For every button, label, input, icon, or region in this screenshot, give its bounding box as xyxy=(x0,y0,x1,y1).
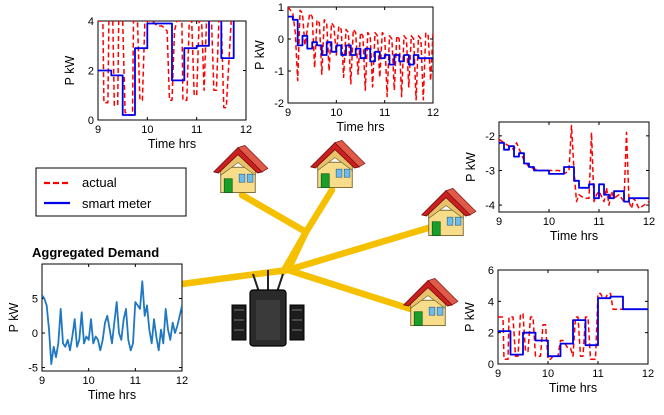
x-tick-label: 12 xyxy=(240,124,252,136)
y-tick-label: 6 xyxy=(488,265,494,277)
transformer-icon xyxy=(231,270,305,347)
series-line-aggregate xyxy=(42,280,182,366)
houses xyxy=(212,140,477,327)
x-tick-label: 12 xyxy=(643,216,655,228)
y-axis-label: P kW xyxy=(63,55,77,85)
y-axis-label: P kW xyxy=(463,302,477,332)
house-icon xyxy=(212,145,269,194)
y-tick-label: 4 xyxy=(88,16,94,28)
y-tick-label: 2 xyxy=(488,328,494,340)
y-axis-label: P kW xyxy=(464,152,478,182)
y-tick-label: 0 xyxy=(278,34,284,46)
series-line-smart-meter xyxy=(98,21,235,116)
wire-segment xyxy=(178,273,238,288)
x-tick-label: 11 xyxy=(592,368,603,380)
wire-segment xyxy=(284,218,452,274)
x-tick-label: 12 xyxy=(642,368,654,380)
x-tick-label: 10 xyxy=(543,216,555,228)
x-tick-label: 12 xyxy=(176,375,188,387)
x-tick-label: 11 xyxy=(379,107,390,119)
x-tick-label: 11 xyxy=(191,124,202,136)
house-icon xyxy=(402,278,459,327)
x-axis-label: Time hrs xyxy=(549,381,597,395)
series-line-smart-meter xyxy=(498,295,648,358)
x-tick-label: 10 xyxy=(542,368,554,380)
chart-title: Aggregated Demand xyxy=(32,245,159,260)
x-tick-label: 9 xyxy=(496,216,502,228)
y-tick-label: 0 xyxy=(32,328,38,340)
y-tick-label: -2 xyxy=(274,98,284,110)
x-tick-label: 10 xyxy=(330,107,342,119)
y-tick-label: 4 xyxy=(488,296,494,308)
y-tick-label: 5 xyxy=(32,294,38,306)
series-line-smart-meter xyxy=(499,141,649,203)
x-tick-label: 11 xyxy=(593,216,604,228)
series-line-actual xyxy=(498,292,648,361)
house-icon xyxy=(309,140,366,189)
legend-box xyxy=(35,167,187,217)
y-tick-label: 0 xyxy=(88,115,94,127)
plot-area xyxy=(41,263,183,372)
x-axis-label: Time hrs xyxy=(550,229,598,243)
legend: actual smart meter xyxy=(35,167,187,217)
wire-segment xyxy=(302,186,336,236)
y-tick-label: -2 xyxy=(485,131,495,143)
wire-segment xyxy=(230,266,292,281)
distribution-wires xyxy=(178,186,452,316)
wire-segment xyxy=(238,191,310,236)
x-axis-label: Time hrs xyxy=(336,120,384,134)
y-tick-label: -4 xyxy=(485,200,495,212)
wire-segment xyxy=(284,228,310,274)
y-tick-label: -5 xyxy=(28,363,38,375)
wire-segment xyxy=(284,266,424,316)
y-axis-label: P kW xyxy=(7,302,21,332)
y-tick-label: -3 xyxy=(485,165,495,177)
y-tick-label: -1 xyxy=(274,66,284,78)
y-tick-label: 2 xyxy=(88,66,94,78)
series-line-actual xyxy=(499,124,649,210)
x-axis-label: Time hrs xyxy=(88,388,136,402)
x-tick-label: 10 xyxy=(83,375,95,387)
legend-actual-label: actual xyxy=(82,175,117,190)
series-line-smart-meter xyxy=(288,15,433,66)
x-axis-label: Time hrs xyxy=(148,137,196,151)
x-tick-label: 9 xyxy=(285,107,291,119)
x-tick-label: 11 xyxy=(130,375,141,387)
legend-smart-meter-label: smart meter xyxy=(82,196,152,211)
series-line-actual xyxy=(98,21,235,116)
x-tick-label: 9 xyxy=(495,368,501,380)
x-tick-label: 9 xyxy=(95,124,101,136)
y-tick-label: 0 xyxy=(488,359,494,371)
x-tick-label: 9 xyxy=(39,375,45,387)
series-line-actual xyxy=(288,7,433,101)
x-tick-label: 10 xyxy=(141,124,153,136)
house-icon xyxy=(420,188,477,237)
y-axis-label: P kW xyxy=(253,40,267,70)
x-tick-label: 12 xyxy=(427,107,439,119)
y-tick-label: 1 xyxy=(278,2,284,14)
